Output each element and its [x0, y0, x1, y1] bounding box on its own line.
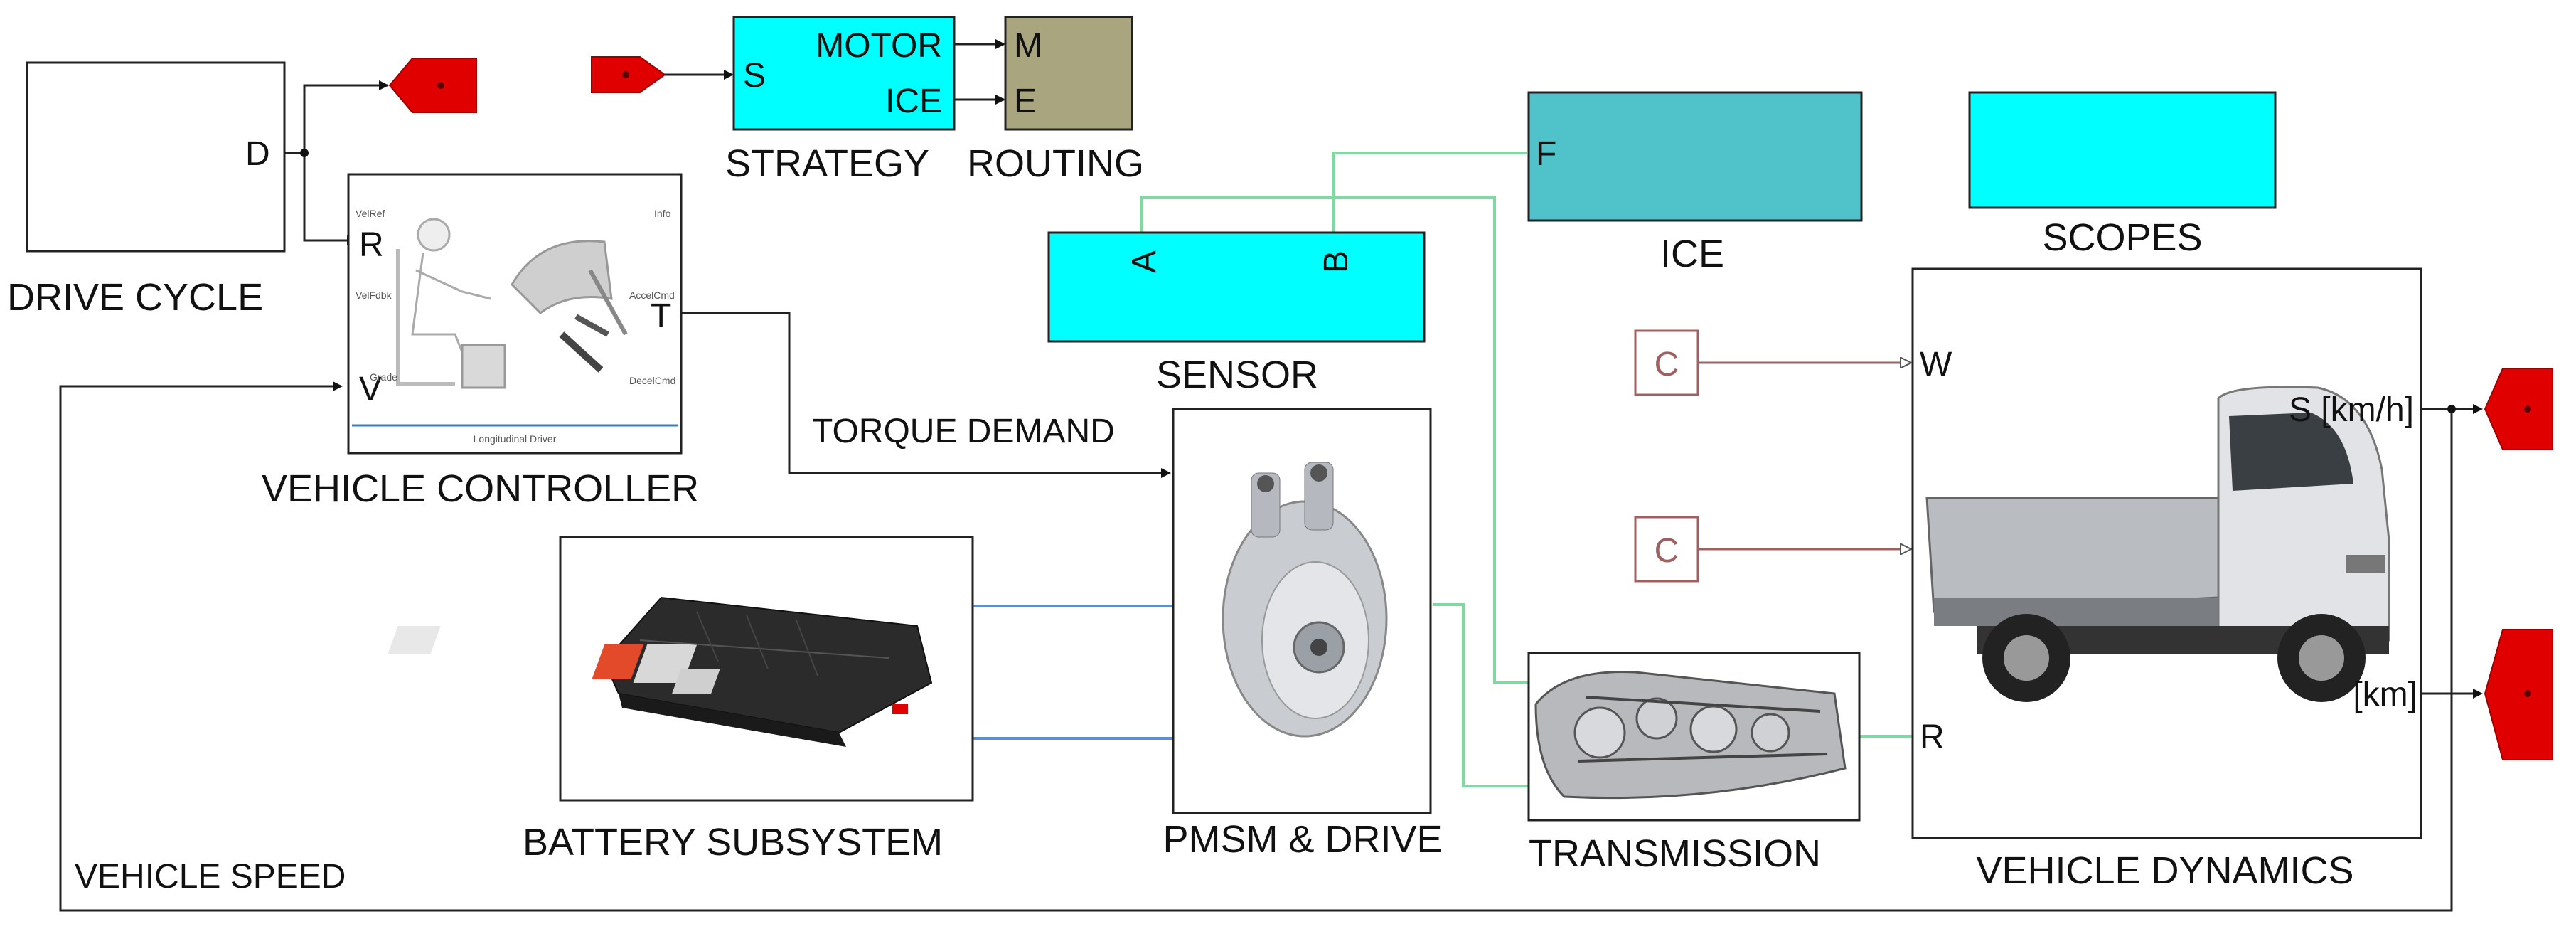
battery-block[interactable]: [388, 536, 974, 802]
transmission-label: TRANSMISSION: [1529, 832, 1821, 875]
strategy-port-motor: MOTOR: [816, 27, 942, 65]
goto-tag-distance[interactable]: [2484, 629, 2553, 760]
wire-vehicle-speed[interactable]: [59, 381, 2483, 912]
strategy-port-ice: ICE: [885, 83, 942, 120]
controller-tiny-grade: Grade: [370, 371, 397, 383]
wire-strategy-routing[interactable]: [953, 39, 1005, 105]
drive-cycle-block[interactable]: D: [26, 61, 286, 253]
strategy-label: STRATEGY: [725, 142, 929, 185]
from-tag-strategy[interactable]: [591, 56, 666, 93]
scopes-block[interactable]: [1968, 91, 2277, 209]
ice-block[interactable]: F: [1527, 91, 1863, 222]
controller-tiny-decel: DecelCmd: [629, 375, 675, 386]
constant-2-label: C: [1655, 532, 1679, 570]
drive-cycle-port-d: D: [245, 135, 270, 173]
vehicle-controller-label: VEHICLE CONTROLLER: [262, 467, 699, 510]
motor-illustration-icon: [1222, 462, 1388, 738]
vehicle-dynamics-block[interactable]: W R S [km/h] [km]: [1911, 267, 2422, 839]
sensor-port-a: A: [1126, 250, 1163, 273]
controller-tiny-velfdbk: VelFdbk: [356, 290, 392, 301]
controller-port-r: R: [359, 226, 384, 264]
sensor-port-b: B: [1318, 250, 1355, 273]
routing-port-e: E: [1014, 83, 1037, 120]
wire-drive-cycle[interactable]: [284, 80, 389, 245]
battery-pack-icon: [388, 596, 933, 747]
wire-green-connections[interactable]: [1140, 152, 1913, 787]
controller-caption: Longitudinal Driver: [474, 433, 557, 445]
ice-label: ICE: [1660, 233, 1724, 275]
controller-port-t: T: [651, 297, 671, 335]
pmsm-drive-block[interactable]: [1172, 408, 1432, 814]
goto-tag-drive-cycle[interactable]: [388, 58, 477, 113]
vehicle-controller-block[interactable]: R V T VelRef VelFdbk Grade Info AccelCmd…: [347, 173, 683, 455]
driver-illustration-icon: [396, 218, 628, 389]
wire-constants[interactable]: [1698, 363, 1911, 549]
truck-illustration-icon: [1925, 386, 2390, 702]
strategy-block[interactable]: S MOTOR ICE: [732, 16, 956, 131]
torque-demand-label: TORQUE DEMAND: [812, 413, 1115, 450]
ice-port-f: F: [1536, 135, 1556, 173]
wire-torque-demand[interactable]: [681, 312, 1171, 478]
routing-port-m: M: [1014, 27, 1042, 65]
strategy-port-s: S: [743, 57, 766, 95]
controller-tiny-velref: VelRef: [356, 208, 385, 219]
constant-block-1[interactable]: C: [1634, 329, 1699, 396]
vehicle-dynamics-label: VEHICLE DYNAMICS: [1976, 849, 2353, 892]
scopes-label: SCOPES: [2042, 216, 2202, 259]
constant-block-2[interactable]: C: [1634, 516, 1699, 583]
dynamics-port-distance: [km]: [2353, 676, 2417, 713]
controller-tiny-accel: AccelCmd: [629, 290, 675, 301]
dynamics-port-r: R: [1920, 718, 1945, 756]
gearbox-illustration-icon: [1534, 671, 1847, 800]
controller-tiny-info: Info: [654, 208, 671, 219]
controller-port-v: V: [359, 371, 382, 408]
dynamics-port-w: W: [1920, 346, 1952, 383]
drive-cycle-label: DRIVE CYCLE: [7, 276, 263, 319]
sensor-label: SENSOR: [1156, 354, 1318, 396]
pmsm-label: PMSM & DRIVE: [1163, 818, 1442, 861]
constant-1-label: C: [1655, 346, 1679, 383]
battery-label: BATTERY SUBSYSTEM: [523, 821, 943, 864]
routing-label: ROUTING: [967, 142, 1144, 185]
routing-block[interactable]: M E: [1004, 16, 1133, 131]
sensor-block[interactable]: A B: [1047, 231, 1426, 343]
wire-battery[interactable]: [973, 605, 1173, 740]
transmission-block[interactable]: [1527, 652, 1861, 822]
goto-tag-speed[interactable]: [2484, 368, 2553, 450]
vehicle-speed-label: VEHICLE SPEED: [75, 858, 346, 896]
dynamics-port-speed: S [km/h]: [2289, 391, 2414, 429]
